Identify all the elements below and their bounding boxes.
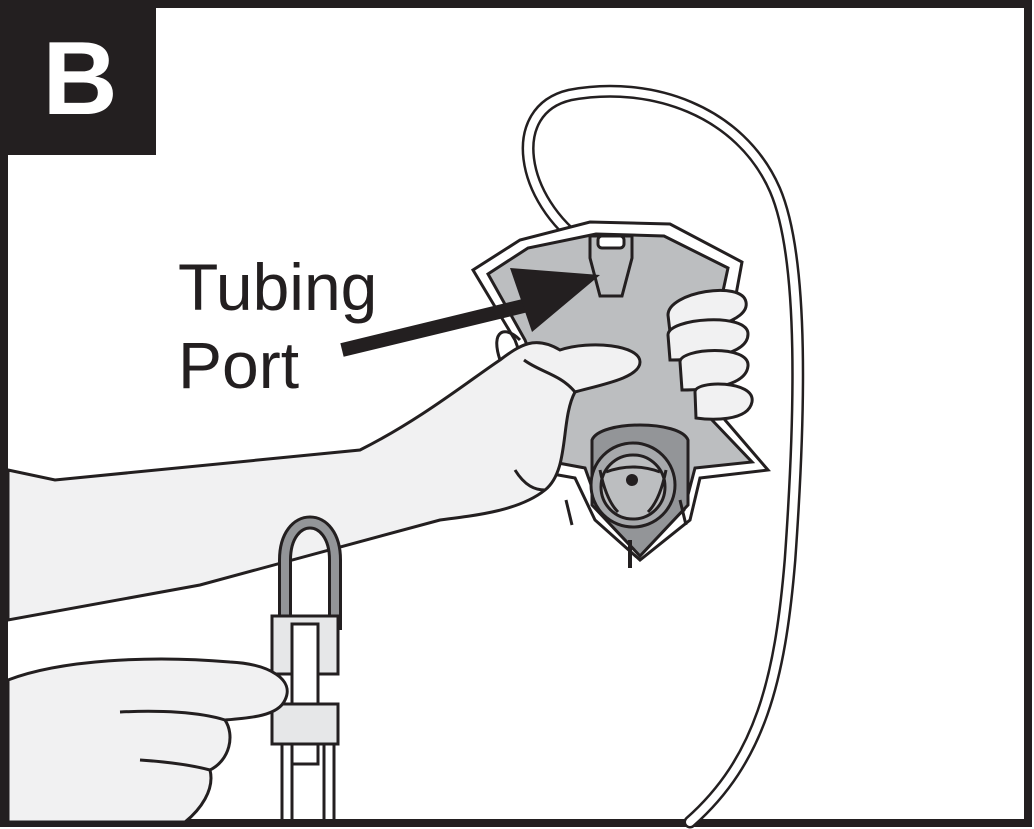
arm-icon	[6, 330, 642, 622]
hand-icon	[666, 288, 754, 421]
step-badge	[4, 4, 156, 155]
lower-hand-icon	[6, 657, 289, 824]
arrow-icon	[340, 268, 600, 357]
step-letter: B	[42, 21, 118, 137]
tubing-icon	[521, 84, 805, 829]
callout-label: Tubing Port	[178, 248, 377, 404]
clamp-icon	[270, 515, 342, 822]
callout-line-2: Port	[178, 328, 300, 402]
callout-line-1: Tubing	[178, 250, 378, 324]
